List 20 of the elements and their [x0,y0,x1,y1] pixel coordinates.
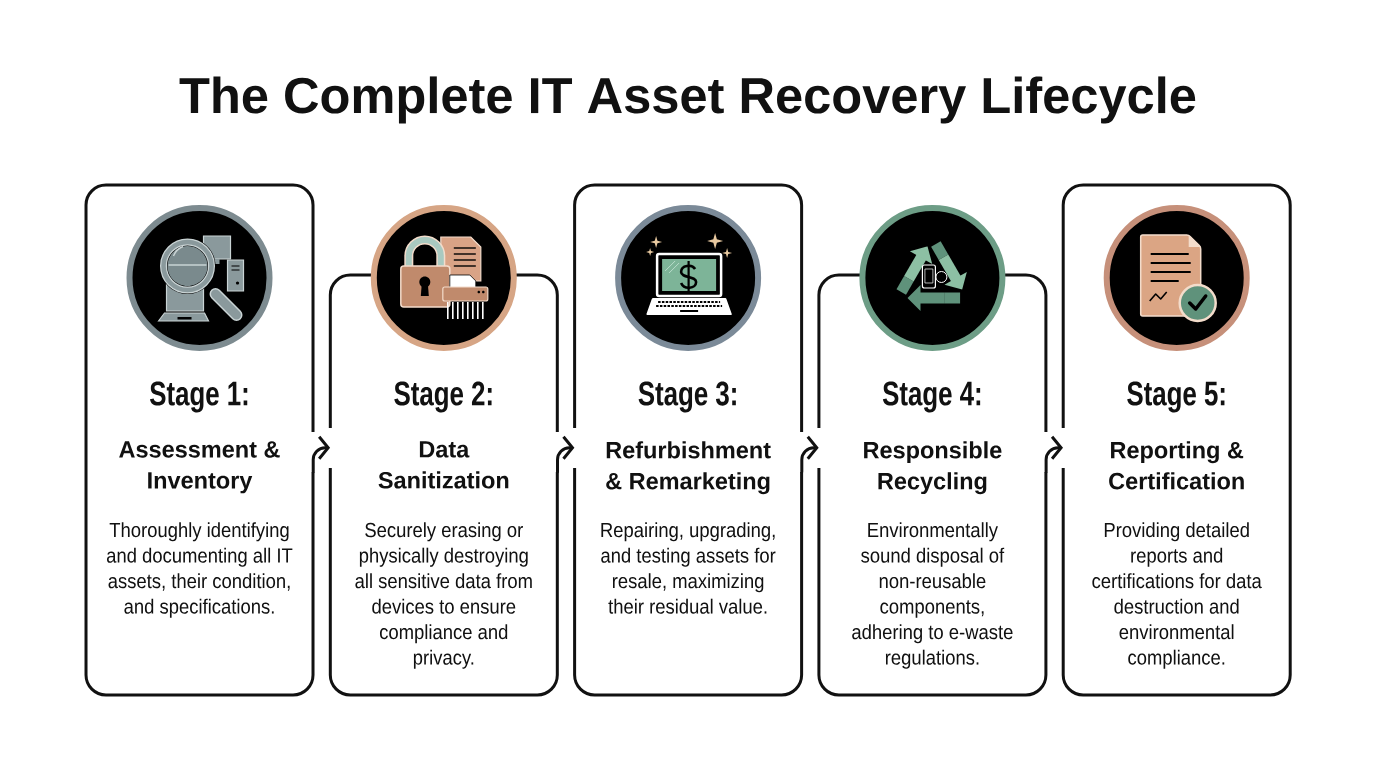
stage-description: Thoroughly identifying and documenting all IT assets, their condition, and specifications. [106,522,293,618]
stage-label: Stage 2: [394,381,492,413]
stage-label: Stage 3: [638,381,736,413]
stage-heading: Data Sanitization [378,441,509,489]
arrow [800,435,819,474]
stage-description: Providing detailed reports and certifications for data destruction and environmental compliance. [1092,522,1262,669]
stage-heading: Assessment & Inventory [119,441,280,494]
stage-label: Stage 4: [882,381,981,413]
stage-heading: Reporting & Certification [1109,441,1244,490]
arrow [556,435,575,474]
stage-label: Stage 5: [1127,381,1225,413]
arrow [311,435,331,474]
stage-description: Repairing, upgrading, and testing assets for resale, maximizing their residual value. [601,522,776,614]
arrow [1044,435,1063,474]
stage-heading: Refurbishment & Remarketing [606,441,771,495]
stage-description: Environmentally sound disposal of non-reusable components, adhering to e-waste regulations. [852,522,1013,669]
stage-description: Securely erasing or physically destroying all sensitive data from devices to ensure compliance and privacy. [355,522,532,669]
stage-heading: Responsible Recycling [864,441,1002,495]
title: The Complete IT Asset Recovery Lifecycle [179,76,1196,124]
stage-label: Stage 1: [150,381,248,413]
